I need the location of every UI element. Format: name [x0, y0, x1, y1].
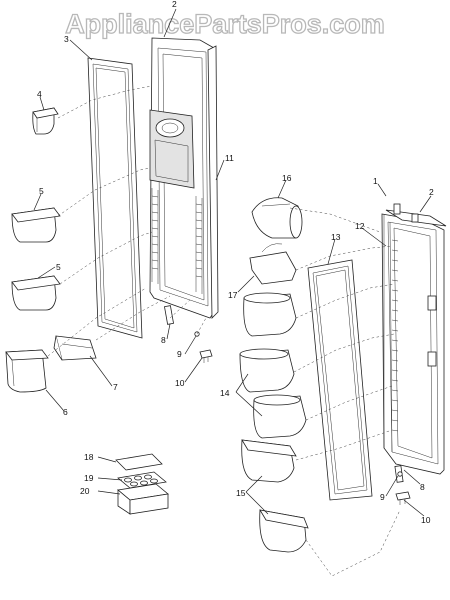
- freezer-door-bin-shallow: [53, 335, 97, 361]
- callout-8-left: 8: [161, 335, 166, 345]
- callout-2-top-left: 2: [172, 0, 177, 9]
- callout-10-left: 10: [175, 378, 185, 388]
- freezer-door-bin-lower: [11, 275, 61, 311]
- callout-9-right: 9: [380, 492, 385, 502]
- callout-12: 12: [355, 221, 365, 231]
- ice-tray-cover: [115, 453, 163, 471]
- callout-leaders: [33, 8, 432, 517]
- callout-13: 13: [331, 232, 341, 242]
- freezer-door-bin-upper: [11, 207, 61, 243]
- fresh-food-door-bin-2: [239, 348, 295, 393]
- callout-labels: 2 3 4 5 5 6 7 8 9 10 11 1 2 12 13 16 17 …: [37, 0, 434, 525]
- callout-1-right: 1: [373, 176, 378, 186]
- callout-2-right: 2: [429, 187, 434, 197]
- ice-bin: [117, 483, 169, 515]
- fresh-food-door-bin-1: [243, 292, 297, 337]
- callout-15: 15: [236, 488, 246, 498]
- callout-7: 7: [113, 382, 118, 392]
- fresh-food-door-bin-5: [259, 509, 309, 553]
- freezer-door-gasket: [87, 57, 143, 339]
- callout-4: 4: [37, 89, 42, 99]
- ice-tray: [117, 471, 167, 489]
- callout-3: 3: [64, 34, 69, 44]
- callout-5-upper: 5: [39, 186, 44, 196]
- callout-5-lower: 5: [56, 262, 61, 272]
- fresh-food-assembly-lines: [289, 207, 401, 577]
- callout-11: 11: [225, 153, 234, 163]
- callout-17: 17: [228, 290, 238, 300]
- dairy-bin: [249, 243, 297, 285]
- callout-10-right: 10: [421, 515, 431, 525]
- fresh-food-door-gasket: [307, 259, 373, 501]
- freezer-door-bin-small: [32, 107, 59, 135]
- callout-14: 14: [220, 388, 230, 398]
- fresh-food-hinge-hardware: [394, 465, 411, 505]
- dairy-compartment-door: [251, 197, 303, 239]
- fresh-food-door-outer: [381, 203, 447, 475]
- callout-8-right: 8: [420, 482, 425, 492]
- callout-19: 19: [84, 473, 94, 483]
- callout-6: 6: [63, 407, 68, 417]
- fresh-food-door-bin-4: [241, 439, 297, 483]
- freezer-door-bin-deep: [5, 349, 49, 393]
- callout-16: 16: [282, 173, 292, 183]
- freezer-door-outer: [149, 37, 219, 319]
- callout-9-left: 9: [177, 349, 182, 359]
- callout-20: 20: [80, 486, 90, 496]
- fresh-food-door-bin-3: [253, 394, 307, 439]
- callout-18: 18: [84, 452, 94, 462]
- freezer-assembly-lines: [47, 85, 207, 357]
- freezer-hinge-hardware: [164, 305, 213, 363]
- watermark-text: AppliancePartsPros.com: [65, 9, 385, 39]
